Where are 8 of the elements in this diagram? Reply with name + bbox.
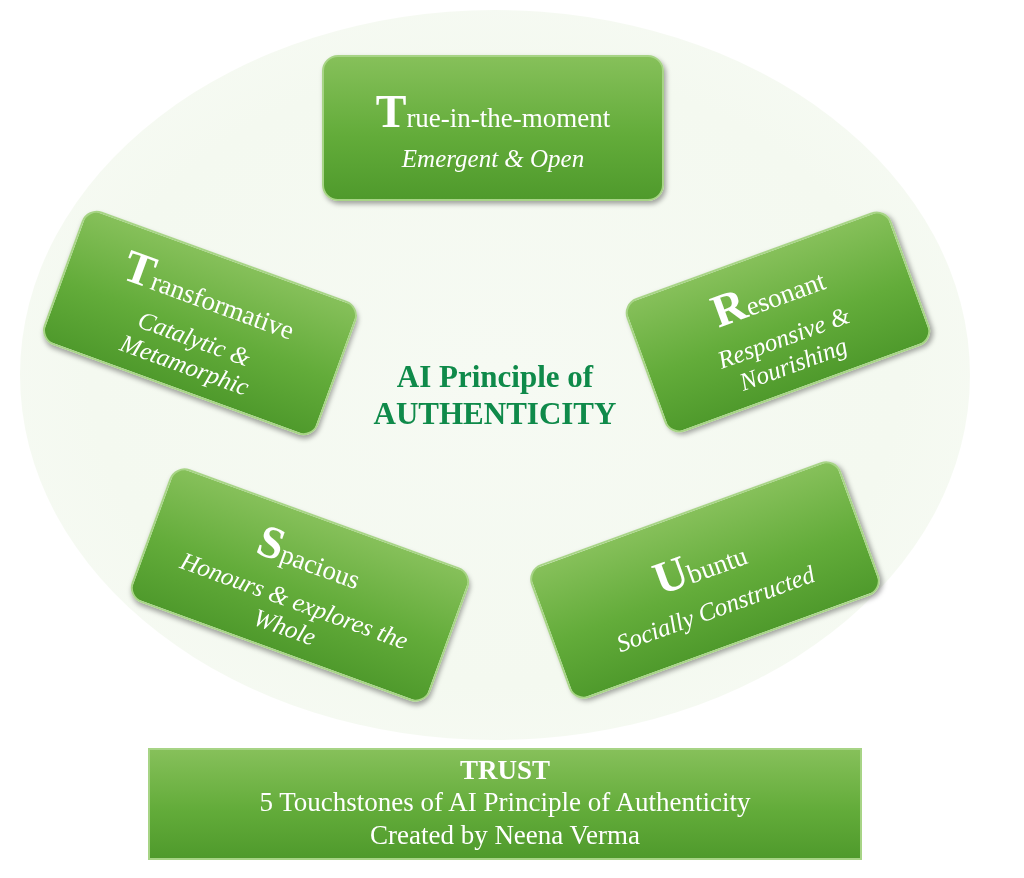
touchstone-heading: True-in-the-moment	[375, 84, 611, 139]
banner-heading: TRUST	[459, 754, 551, 787]
touchstone-card	[322, 55, 664, 201]
center-title: AI Principle of AUTHENTICITY	[372, 358, 618, 433]
banner-box	[148, 748, 862, 860]
touchstone-description: Emergent & Open	[401, 144, 585, 173]
banner-text: 5 Touchstones of AI Principle of Authenticity	[258, 786, 752, 819]
banner-text: Created by Neena Verma	[368, 818, 642, 852]
